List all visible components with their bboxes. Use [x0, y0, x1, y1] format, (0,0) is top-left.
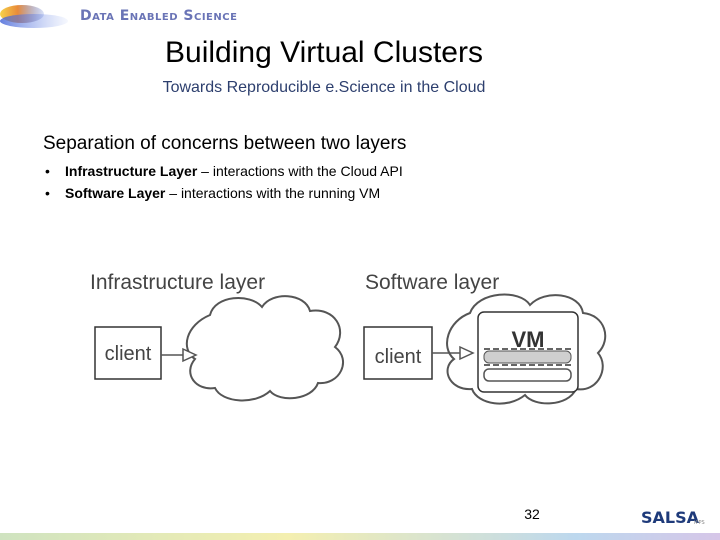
bullet-dot-icon: • [45, 185, 50, 201]
salsa-logo: SALSA IPPS [641, 508, 705, 527]
bullet-item: • Software Layer – interactions with the … [45, 183, 403, 205]
bullet-text: – interactions with the Cloud API [197, 163, 403, 179]
infrastructure-layer-label: Infrastructure layer [90, 271, 265, 294]
infrastructure-arrow-head-icon [182, 347, 198, 363]
infrastructure-cloud-icon [185, 295, 345, 402]
software-arrow-head-icon [459, 345, 475, 361]
layers-diagram: Infrastructure layer Software layer clie… [90, 271, 607, 405]
salsa-logo-text: SALSA [641, 508, 700, 527]
slide-title: Building Virtual Clusters [165, 36, 483, 69]
salsa-logo-suffix: IPPS [694, 520, 705, 526]
vm-slot-lower [483, 368, 572, 382]
infrastructure-client-box [94, 326, 162, 380]
bullet-text: – interactions with the running VM [165, 185, 381, 201]
software-layer-label: Software layer [365, 271, 499, 294]
bullet-term: Infrastructure Layer [65, 163, 198, 179]
bullet-dot-icon: • [45, 163, 50, 179]
brand-name: Data Enabled Science [80, 8, 238, 24]
slide-number: 32 [524, 506, 540, 522]
software-client-box [363, 326, 433, 380]
software-client-label: client [375, 346, 422, 368]
footer-gradient-bar [0, 533, 720, 540]
infrastructure-client-label: client [105, 343, 152, 365]
brand-swoosh-icon [0, 5, 68, 28]
vm-label: VM [512, 327, 545, 352]
bullet-list: • Infrastructure Layer – interactions wit… [45, 161, 403, 205]
section-heading: Separation of concerns between two layer… [43, 133, 407, 154]
header-strip [0, 0, 720, 34]
slide-subtitle: Towards Reproducible e.Science in the Cl… [162, 79, 486, 96]
vm-slot-upper [483, 350, 572, 364]
bullet-item: • Infrastructure Layer – interactions wit… [45, 161, 403, 183]
bullet-term: Software Layer [65, 185, 166, 201]
